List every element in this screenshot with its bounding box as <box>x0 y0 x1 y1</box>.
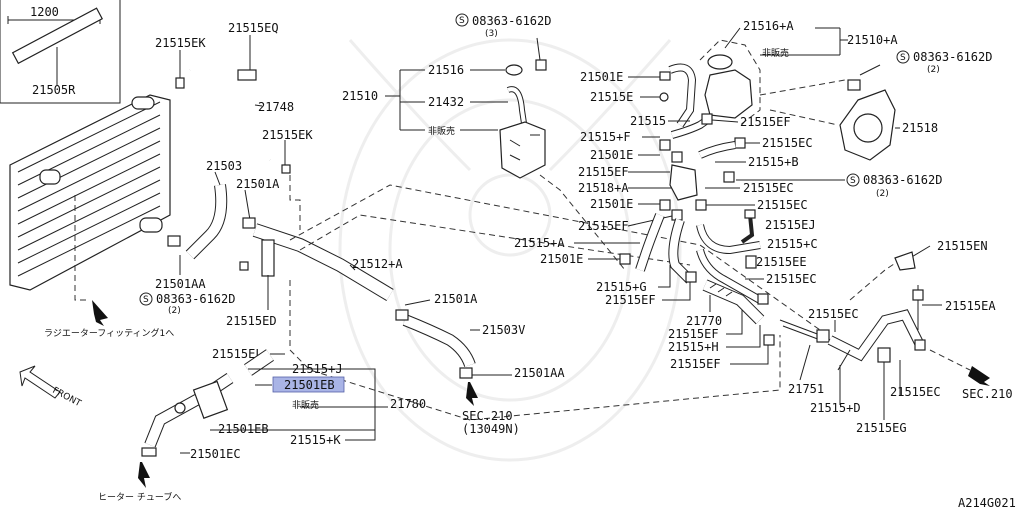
label-1200: 1200 <box>30 5 59 19</box>
label-heater-tube: ヒーター チューブへ <box>98 491 181 503</box>
watermark-emblem <box>338 38 682 462</box>
label-sec210-a: SEC.210 <box>462 409 513 423</box>
label-08363-c: 08363-6162D <box>913 50 992 64</box>
label-21503: 21503 <box>206 159 242 173</box>
label-21432: 21432 <box>428 95 464 109</box>
label-21515G: 21515+G <box>596 280 647 294</box>
s-mark-d-text: S <box>850 176 856 186</box>
label-21510: 21510 <box>342 89 378 103</box>
s-mark-a-text: S <box>143 295 149 305</box>
label-21515H: 21515+H <box>668 340 719 354</box>
label-21501E-a: 21501E <box>580 70 623 84</box>
label-21516A: 21516+A <box>743 19 794 33</box>
label-sec210-b: SEC.210 <box>962 387 1013 401</box>
label-21515J: 21515+J <box>292 362 343 376</box>
label-21515E: 21515E <box>590 90 633 104</box>
label-21515A: 21515+A <box>514 236 565 250</box>
label-21515EG: 21515EG <box>856 421 907 435</box>
label-21515: 21515 <box>630 114 666 128</box>
label-radiator-fitting: ラジエーターフィッティング1へ <box>44 327 174 339</box>
label-21501E-d: 21501E <box>540 252 583 266</box>
label-21751: 21751 <box>788 382 824 396</box>
label-21501AA-b: 21501AA <box>514 366 565 380</box>
label-21515D: 21515+D <box>810 401 861 415</box>
s-mark-b-text: S <box>459 16 465 26</box>
label-08363-a-qty: (2) <box>168 306 181 316</box>
reservoir-tank-b <box>704 69 753 119</box>
label-21501EB: 21501EB <box>218 422 269 436</box>
label-diagram-id: A214G021 <box>958 496 1016 510</box>
arrow-sec210-a <box>466 382 478 406</box>
label-08363-b-qty: (3) <box>485 29 498 39</box>
label-sec210-a-sub: (13049N) <box>462 422 520 436</box>
s-mark-d <box>846 173 860 187</box>
s-mark-a <box>139 292 153 306</box>
label-21515EC-a: 21515EC <box>762 136 813 150</box>
label-21501EB-highlighted[interactable]: 21501EB <box>284 378 335 392</box>
label-21515EF-c: 21515EF <box>605 293 656 307</box>
label-21515EC-c: 21515EC <box>757 198 808 212</box>
label-21748: 21748 <box>258 100 294 114</box>
label-21510A: 21510+A <box>847 33 898 47</box>
label-21516: 21516 <box>428 63 464 77</box>
label-21515EJ: 21515EJ <box>765 218 816 232</box>
label-21501A-b: 21501A <box>434 292 478 306</box>
label-21518A: 21518+A <box>578 181 629 195</box>
front-arrow <box>19 365 61 399</box>
label-21515EA: 21515EA <box>945 299 996 313</box>
label-21515EQ: 21515EQ <box>228 21 279 35</box>
arrow-radiator <box>92 300 108 326</box>
highlight-21501EB <box>272 376 345 393</box>
inset-hose-box <box>0 0 121 104</box>
label-21515EK-a: 21515EK <box>155 36 206 50</box>
label-21501E-c: 21501E <box>590 197 633 211</box>
label-21515EC-e: 21515EC <box>808 307 859 321</box>
label-21515EC-d: 21515EC <box>766 272 817 286</box>
label-hihanbai-b: 非販売 <box>428 125 455 137</box>
label-21515K: 21515+K <box>290 433 341 447</box>
label-08363-c-qty: (2) <box>927 65 940 75</box>
label-21515EL: 21515EL <box>212 347 263 361</box>
label-21515EF-e: 21515EF <box>670 357 721 371</box>
label-21501E-b: 21501E <box>590 148 633 162</box>
label-08363-d: 08363-6162D <box>863 173 942 187</box>
label-21515EC-b: 21515EC <box>743 181 794 195</box>
label-21515EF-top: 21515EF <box>740 115 791 129</box>
label-08363-b: 08363-6162D <box>472 14 551 28</box>
s-mark-c-text: S <box>900 53 906 63</box>
label-hihanbai-c: 非販売 <box>762 47 789 59</box>
label-21770: 21770 <box>686 314 722 328</box>
label-21515EF-a: 21515EF <box>578 165 629 179</box>
label-21515B: 21515+B <box>748 155 799 169</box>
label-08363-d-qty: (2) <box>876 189 889 199</box>
label-21505R: 21505R <box>32 83 76 97</box>
label-21515EK-b: 21515EK <box>262 128 313 142</box>
label-21515ED: 21515ED <box>226 314 277 328</box>
label-08363-a: 08363-6162D <box>156 292 235 306</box>
label-21503V: 21503V <box>482 323 525 337</box>
label-21515C: 21515+C <box>767 237 818 251</box>
s-mark-c <box>896 50 910 64</box>
label-21515F: 21515+F <box>580 130 631 144</box>
label-21515EF-d: 21515EF <box>668 327 719 341</box>
label-21515EE: 21515EE <box>756 255 807 269</box>
label-21515EC-f: 21515EC <box>890 385 941 399</box>
label-21515EF-b: 21515EF <box>578 219 629 233</box>
radiator <box>9 94 171 291</box>
label-21512A: 21512+A <box>352 257 403 271</box>
label-21515EN: 21515EN <box>937 239 988 253</box>
reservoir-tank <box>499 121 546 179</box>
label-21501AA-a: 21501AA <box>155 277 206 291</box>
label-hihanbai-a: 非販売 <box>292 399 319 411</box>
label-21501EC: 21501EC <box>190 447 241 461</box>
label-21780: 21780 <box>390 397 426 411</box>
s-mark-b <box>455 13 469 27</box>
arrow-heater <box>138 462 150 488</box>
label-21501A-a: 21501A <box>236 177 280 191</box>
label-21518: 21518 <box>902 121 938 135</box>
arrow-sec210-b <box>968 366 990 386</box>
